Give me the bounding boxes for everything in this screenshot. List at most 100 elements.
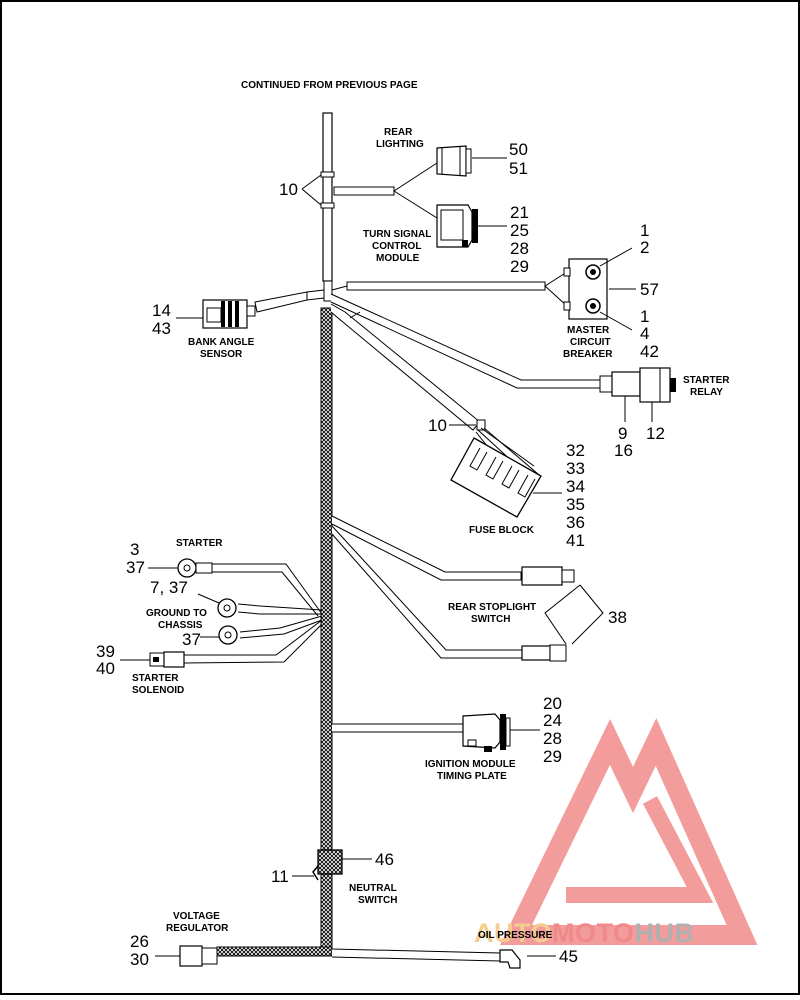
callout-relay-12: 12 — [646, 424, 665, 443]
fuse-block-wires — [330, 303, 539, 481]
callout-turn-signal-28: 28 — [510, 239, 529, 258]
label-bank-angle-2: SENSOR — [200, 349, 243, 360]
callout-starter-37: 37 — [126, 558, 145, 577]
callout-ignition-29: 29 — [543, 747, 562, 766]
starter-ring-terminal — [177, 558, 213, 578]
callout-fuse-35: 35 — [566, 495, 585, 514]
label-relay-2: RELAY — [690, 387, 723, 398]
callout-starter-3: 3 — [130, 540, 139, 559]
callout-oil-45: 45 — [559, 947, 578, 966]
callout-turn-signal-25: 25 — [510, 221, 529, 240]
callout-turn-signal-21: 21 — [510, 203, 529, 222]
callout-rear-lighting-51: 51 — [509, 159, 528, 178]
callout-ignition-28: 28 — [543, 729, 562, 748]
callout-fuse-34: 34 — [566, 477, 585, 496]
label-ground-2: CHASSIS — [158, 620, 203, 631]
label-turn-signal-3: MODULE — [376, 253, 420, 264]
ground-ring-terminal-2 — [218, 625, 238, 645]
callout-neutral-11: 11 — [271, 867, 289, 886]
label-ignition-2: TIMING PLATE — [437, 771, 507, 782]
watermark-hub: HUB — [635, 918, 695, 948]
neutral-switch — [312, 849, 343, 881]
watermark-logo — [500, 718, 758, 945]
label-breaker-2: CIRCUIT — [570, 337, 611, 348]
callout-ground-1: 7, 37 — [150, 578, 188, 597]
label-relay-1: STARTER — [683, 375, 730, 386]
oil-pressure-connector — [499, 949, 521, 969]
starter-relay — [599, 367, 676, 403]
label-solenoid-2: SOLENOID — [132, 685, 184, 696]
breaker-branch — [331, 271, 568, 307]
label-turn-signal-2: CONTROL — [372, 241, 421, 252]
callout-fuse-32: 32 — [566, 441, 585, 460]
label-regulator-1: VOLTAGE — [173, 911, 220, 922]
braided-branch-regulator — [216, 946, 333, 957]
header-label: CONTINUED FROM PREVIOUS PAGE — [241, 80, 418, 91]
callout-breaker-4: 4 — [640, 324, 649, 343]
callout-solenoid-40: 40 — [96, 659, 115, 678]
label-breaker-1: MASTER — [567, 325, 610, 336]
starter-solenoid-connector — [149, 651, 185, 668]
callout-ignition-20: 20 — [543, 694, 562, 713]
callout-rear-lighting-50: 50 — [509, 140, 528, 159]
callout-fuse-clip: 10 — [428, 416, 447, 435]
callout-relay-9: 9 — [618, 424, 627, 443]
callout-trunk-clip: 10 — [279, 180, 298, 199]
callout-fuse-41: 41 — [566, 531, 585, 550]
bank-angle-sensor — [202, 299, 256, 329]
label-starter: STARTER — [176, 538, 223, 549]
label-bank-angle-1: BANK ANGLE — [188, 337, 255, 348]
upper-trunk — [320, 112, 335, 302]
callout-breaker-1-top: 1 — [640, 221, 649, 240]
callout-breaker-1-bottom: 1 — [640, 307, 649, 326]
stoplight-connector-upper — [521, 566, 575, 586]
label-rear-lighting-2: LIGHTING — [376, 139, 424, 150]
callout-breaker-42: 42 — [640, 342, 659, 361]
voltage-regulator-connector — [179, 945, 218, 967]
rear-lighting-connector — [436, 145, 472, 177]
callout-turn-signal-29: 29 — [510, 257, 529, 276]
ignition-wire — [332, 723, 464, 733]
callout-fuse-36: 36 — [566, 513, 585, 532]
stoplight-wires — [331, 515, 523, 659]
rear-lighting-branch — [333, 162, 438, 219]
label-ignition-1: IGNITION MODULE — [425, 759, 516, 770]
label-stoplight-2: SWITCH — [471, 614, 510, 625]
watermark-auto: AUTO — [474, 918, 552, 948]
callout-breaker-2: 2 — [640, 238, 649, 257]
label-neutral-1: NEUTRAL — [349, 883, 397, 894]
turn-signal-module — [436, 204, 478, 248]
label-stoplight-1: REAR STOPLIGHT — [448, 602, 536, 613]
bank-angle-branch — [254, 289, 325, 313]
callout-solenoid-39: 39 — [96, 642, 115, 661]
ignition-module-connector — [462, 713, 511, 752]
callout-bank-angle-43: 43 — [152, 319, 171, 338]
label-regulator-2: REGULATOR — [166, 923, 229, 934]
label-rear-lighting-1: REAR — [384, 127, 413, 138]
label-oil-pressure: OIL PRESSURE — [478, 930, 553, 941]
callout-stoplight-38: 38 — [608, 608, 627, 627]
stoplight-connector-lower — [521, 644, 567, 662]
watermark-text: AUTOMOTOHUB — [474, 918, 695, 948]
label-fuse-block: FUSE BLOCK — [469, 525, 535, 536]
label-neutral-2: SWITCH — [358, 895, 397, 906]
callout-ground-2: 37 — [182, 630, 201, 649]
watermark-moto: MOTO — [552, 918, 635, 948]
callout-fuse-33: 33 — [566, 459, 585, 478]
label-solenoid-1: STARTER — [132, 673, 179, 684]
callout-bank-angle-14: 14 — [152, 301, 171, 320]
master-circuit-breaker — [563, 258, 608, 320]
callout-relay-16: 16 — [614, 441, 633, 460]
callout-neutral-46: 46 — [375, 850, 394, 869]
callout-breaker-57: 57 — [640, 280, 659, 299]
fuse-block — [450, 437, 542, 518]
label-ground-1: GROUND TO — [146, 608, 207, 619]
callout-ignition-24: 24 — [543, 711, 562, 730]
starter-wires — [183, 563, 323, 664]
label-breaker-3: BREAKER — [563, 349, 613, 360]
ground-ring-terminal-1 — [217, 598, 237, 618]
callout-regulator-26: 26 — [130, 932, 149, 951]
